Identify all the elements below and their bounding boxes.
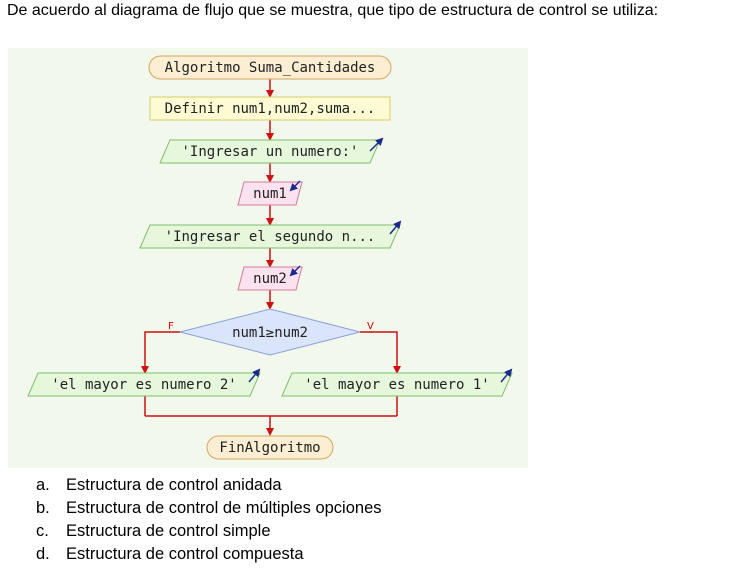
- question-text: De acuerdo al diagrama de flujo que se m…: [7, 2, 659, 19]
- input-num2: num2: [237, 265, 303, 291]
- input-1-label: num1: [253, 186, 287, 202]
- flowchart-diagram: Algoritmo Suma_Cantidades Definir num1,n…: [8, 48, 528, 468]
- output-mayor-numero-1: 'el mayor es numero 1': [281, 368, 513, 397]
- output-arrow-icon: [369, 137, 384, 152]
- option-letter: c.: [36, 522, 49, 540]
- output-false-label: 'el mayor es numero 2': [51, 377, 236, 393]
- option-text: Estructura de control simple: [66, 522, 271, 540]
- output-2-label: 'Ingresar el segundo n...: [165, 229, 376, 245]
- flow-connectors: [141, 79, 401, 436]
- decision-label: num1≥num2: [232, 325, 308, 341]
- option-letter: b.: [36, 499, 50, 517]
- option-letter: d.: [36, 545, 50, 563]
- input-arrow-icon: [289, 265, 301, 277]
- connector-false-branch: [141, 331, 180, 374]
- output-1-label: 'Ingresar un numero:': [181, 144, 358, 160]
- output-true-label: 'el mayor es numero 1': [304, 377, 489, 393]
- input-arrow-icon: [289, 180, 301, 192]
- output-segundo-numero: 'Ingresar el segundo n...: [139, 220, 402, 249]
- output-arrow-icon: [389, 220, 402, 235]
- output-mayor-numero-2: 'el mayor es numero 2': [27, 368, 261, 397]
- input-2-label: num2: [253, 271, 287, 287]
- define-label: Definir num1,num2,suma...: [165, 101, 376, 117]
- option-text: Estructura de control anidada: [66, 476, 282, 494]
- output-ingresar-numero: 'Ingresar un numero:': [159, 137, 384, 164]
- option-letter: a.: [36, 476, 50, 494]
- false-branch-label: F: [168, 321, 174, 332]
- input-num1: num1: [237, 180, 303, 206]
- connector-true-branch: [360, 331, 401, 374]
- true-branch-label: V: [367, 321, 374, 332]
- end-terminal: FinAlgoritmo: [206, 435, 334, 460]
- option-text: Estructura de control compuesta: [66, 545, 304, 563]
- option-text: Estructura de control de múltiples opcio…: [66, 499, 382, 517]
- output-arrow-icon: [248, 368, 261, 383]
- end-label: FinAlgoritmo: [219, 440, 320, 456]
- decision-diamond: num1≥num2 F V: [168, 308, 374, 356]
- start-terminal: Algoritmo Suma_Cantidades: [148, 55, 392, 80]
- start-label: Algoritmo Suma_Cantidades: [165, 60, 376, 76]
- output-arrow-icon: [500, 368, 513, 383]
- define-process: Definir num1,num2,suma...: [149, 96, 391, 121]
